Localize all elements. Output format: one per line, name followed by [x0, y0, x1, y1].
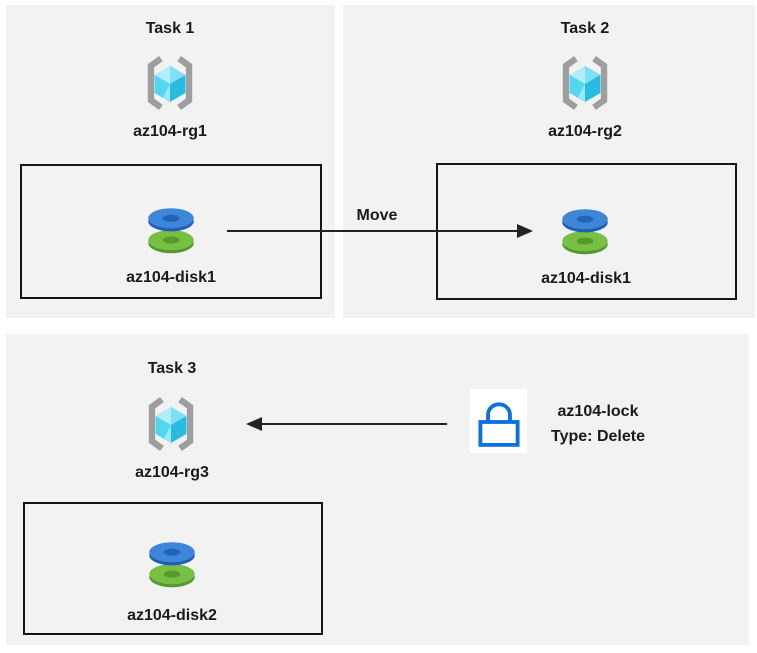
task1-panel — [6, 5, 335, 318]
lock-icon — [478, 402, 520, 447]
task3-title: Task 3 — [147, 360, 197, 377]
task1-rg-label: az104-rg1 — [133, 123, 207, 140]
task3-panel — [6, 334, 749, 645]
lock-arrow-line — [261, 423, 447, 425]
task2-panel — [343, 5, 755, 318]
task2-title: Task 2 — [560, 20, 610, 37]
managed-disk-icon — [562, 209, 608, 255]
resource-group-icon — [142, 393, 200, 455]
resource-group-icon — [141, 52, 199, 114]
task1-disk-label: az104-disk1 — [126, 269, 216, 286]
managed-disk-icon — [148, 208, 194, 254]
resource-group-icon — [556, 52, 614, 114]
move-arrow-label: Move — [356, 207, 398, 224]
managed-disk-icon — [149, 542, 195, 588]
lock-caption: az104-lock Type: Delete — [518, 399, 678, 449]
lock-name: az104-lock — [557, 403, 639, 420]
task2-rg-label: az104-rg2 — [548, 123, 622, 140]
lock-type: Type: Delete — [551, 428, 645, 445]
move-arrow-head-icon — [517, 224, 533, 238]
lock-arrow-head-icon — [246, 417, 262, 431]
move-arrow-line — [227, 230, 517, 232]
task1-title: Task 1 — [145, 20, 195, 37]
task3-disk-label: az104-disk2 — [127, 607, 217, 624]
task2-disk-label: az104-disk1 — [541, 270, 631, 287]
task3-disk-box — [23, 502, 323, 635]
task3-rg-label: az104-rg3 — [135, 464, 209, 481]
